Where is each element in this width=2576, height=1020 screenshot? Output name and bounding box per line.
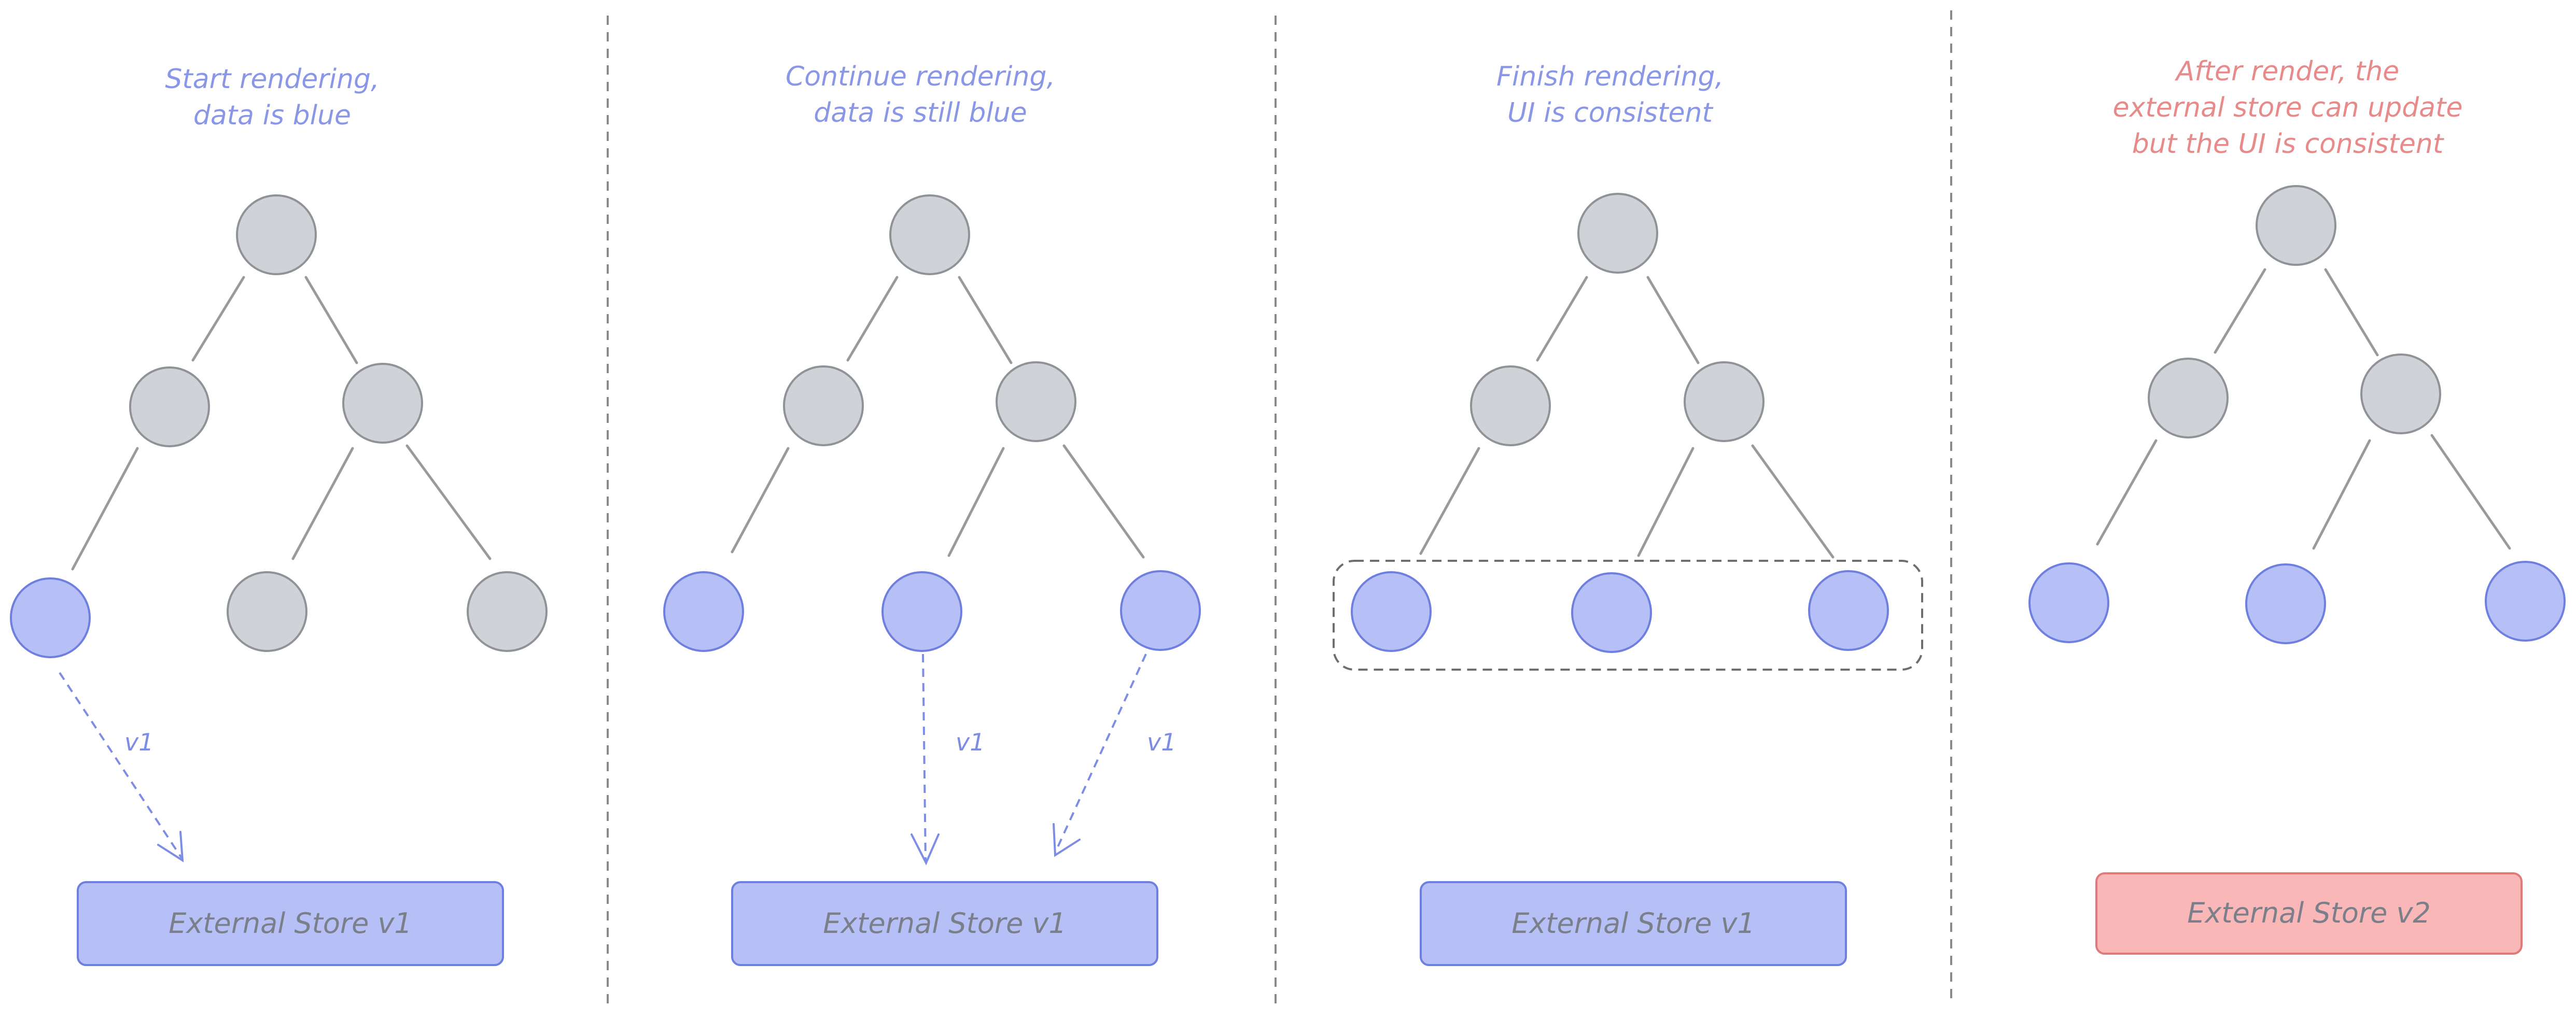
external-store-label: External Store v1	[1511, 907, 1755, 940]
tree-node-leaf	[1351, 571, 1432, 652]
tree-node-leaf	[663, 571, 744, 652]
panel-caption-line: data is blue	[193, 100, 351, 131]
tree-node-root	[1577, 193, 1658, 274]
panel-caption-line: Start rendering,	[165, 64, 379, 95]
panel-caption-line: UI is consistent	[1507, 97, 1713, 129]
tree-node-leaf	[881, 571, 962, 652]
tree-node-inner	[2148, 358, 2229, 438]
tree-node-leaf	[10, 577, 91, 658]
tree-node-inner	[1684, 361, 1765, 442]
read-version-label: v1	[124, 728, 154, 756]
panel-caption-line: data is still blue	[814, 97, 1027, 129]
external-store-label: External Store v1	[169, 907, 412, 940]
tree-edge	[1637, 447, 1695, 557]
tree-node-leaf	[1120, 570, 1201, 651]
panel-caption-line: Finish rendering,	[1496, 61, 1724, 92]
tree-edge	[1646, 276, 1700, 364]
tree-edge	[291, 447, 354, 560]
tree-node-leaf	[1571, 572, 1652, 653]
tree-node-leaf	[2485, 561, 2566, 642]
tree-node-root	[889, 194, 970, 275]
panel-caption-line: but the UI is consistent	[2132, 129, 2444, 160]
read-version-label: v1	[956, 728, 985, 756]
external-store-box	[77, 881, 504, 966]
panel-caption-line: Continue rendering,	[786, 61, 1055, 92]
panel-caption-line: After render, the	[2175, 56, 2400, 87]
external-store-box	[1420, 881, 1847, 966]
read-version-label: v1	[1147, 728, 1177, 756]
tree-edge	[71, 447, 139, 571]
tree-node-root	[236, 194, 317, 275]
tree-edge	[2312, 439, 2371, 550]
tree-edge	[947, 447, 1005, 557]
tree-edge	[191, 276, 245, 362]
tree-edge	[2214, 268, 2266, 354]
arrow-head	[1053, 823, 1081, 857]
panel-2: Continue rendering, data is still blue v…	[663, 61, 1201, 966]
tree-node-leaf	[2245, 563, 2326, 644]
external-store-box	[731, 881, 1158, 966]
tree-node-leaf	[227, 571, 307, 652]
tree-edge	[304, 276, 358, 364]
read-arrow	[59, 672, 183, 859]
external-store-label: External Store v2	[2187, 897, 2431, 929]
tree-node-inner	[342, 363, 423, 444]
tree-node-leaf	[467, 571, 548, 652]
tree-node-inner	[129, 366, 210, 447]
read-arrow	[922, 654, 927, 861]
tree-node-leaf	[1808, 570, 1889, 651]
tree-edge	[1751, 444, 1835, 559]
tree-edge	[2324, 268, 2379, 357]
external-store-box	[2095, 872, 2523, 955]
external-store-label: External Store v1	[823, 907, 1067, 940]
panel-4: After render, the external store can upd…	[2028, 56, 2566, 955]
tree-node-inner	[2360, 353, 2441, 434]
arrow-head	[911, 833, 940, 866]
tree-node-root	[2256, 185, 2336, 266]
tree-node-inner	[996, 361, 1076, 442]
arrow-head	[157, 831, 184, 862]
tree-edge	[2096, 439, 2158, 546]
tree-node-leaf	[2028, 562, 2109, 643]
tree-edge	[958, 276, 1013, 364]
tree-edge	[2430, 434, 2511, 550]
panel-1: Start rendering, data is blue v1 Externa…	[10, 64, 548, 966]
tree-node-inner	[783, 365, 864, 446]
tree-edge	[1536, 276, 1588, 362]
tree-edge	[405, 444, 492, 560]
tree-node-inner	[1470, 365, 1551, 446]
consistent-group-box	[1333, 560, 1923, 671]
tree-edge	[1419, 447, 1480, 555]
panel-3: Finish rendering, UI is consistent Exter…	[1333, 61, 1923, 966]
read-arrow	[1054, 654, 1147, 853]
panel-caption-line: external store can update	[2113, 92, 2463, 123]
tree-edge	[731, 447, 790, 554]
tree-edge	[846, 276, 899, 362]
tree-edge	[1062, 444, 1145, 559]
